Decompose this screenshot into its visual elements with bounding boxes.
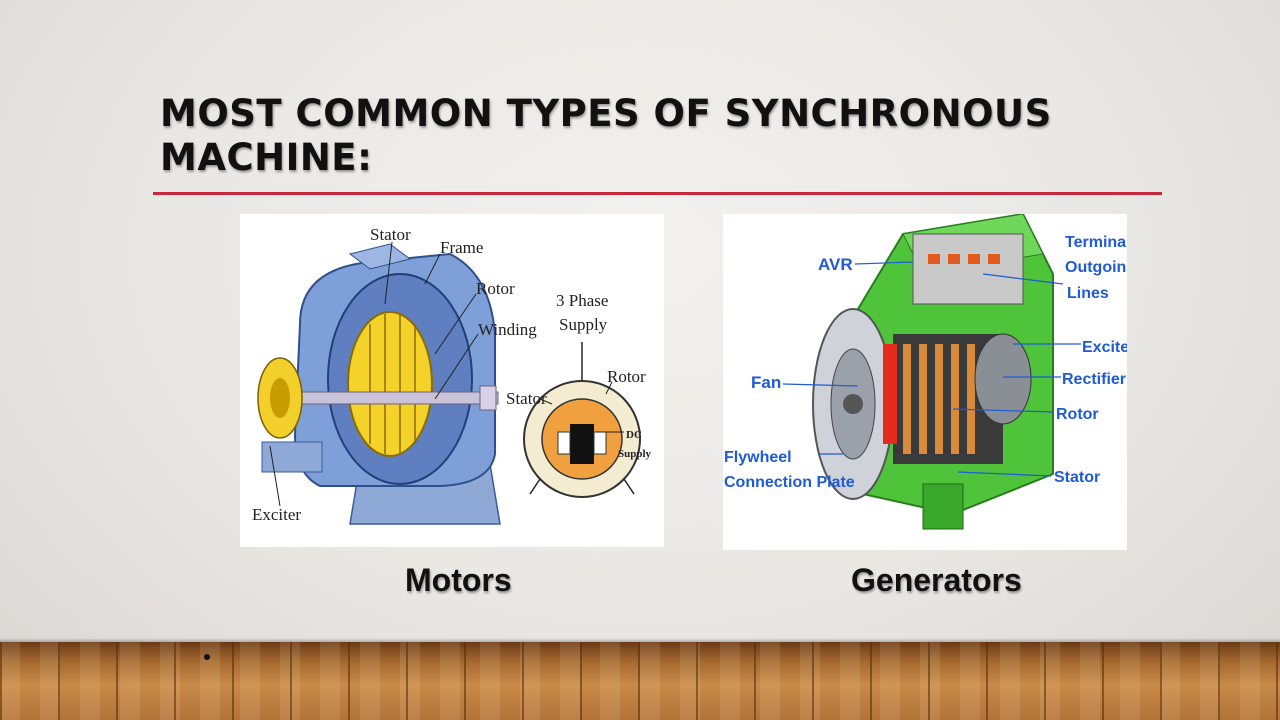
gen-label-avr: AVR xyxy=(818,255,853,274)
slide-title: MOST COMMON TYPES OF SYNCHRONOUS MACHINE… xyxy=(160,92,1052,179)
gen-label-flywheel-1: Flywheel xyxy=(724,449,792,466)
motor-label-stator-top: Stator xyxy=(370,225,411,244)
motor-label-rotor-side: Rotor xyxy=(607,367,646,386)
gen-label-exciter: Exciter xyxy=(1082,339,1127,356)
gen-label-fan: Fan xyxy=(751,373,781,392)
wood-floor-decoration xyxy=(0,642,1280,720)
gen-label-rectifier: Rectifier xyxy=(1062,371,1126,388)
gen-label-terminal-1: Terminal xyxy=(1065,234,1127,251)
motor-label-dc-supply: Supply xyxy=(618,448,652,460)
motor-label-winding: Winding xyxy=(478,320,537,339)
motor-label-dc: DC xyxy=(626,429,642,441)
title-underline xyxy=(153,192,1162,195)
bullet-point-icon xyxy=(204,654,210,660)
gen-label-rotor: Rotor xyxy=(1056,406,1099,423)
motor-label-supply: Supply xyxy=(559,315,608,334)
generators-caption: Generators xyxy=(851,562,1022,598)
motor-label-stator-side: Stator xyxy=(506,389,547,408)
motor-diagram: Stator Frame Rotor Winding Exciter 3 Pha… xyxy=(240,214,664,547)
motor-label-3phase: 3 Phase xyxy=(556,291,608,310)
motors-caption: Motors xyxy=(405,562,512,598)
floor-shadow xyxy=(0,638,1280,644)
gen-label-stator: Stator xyxy=(1054,469,1100,486)
motor-label-rotor: Rotor xyxy=(476,279,515,298)
gen-label-terminal-3: Lines xyxy=(1067,285,1109,302)
generator-diagram: AVR Terminal Outgoing Lines Exciter Fan … xyxy=(723,214,1127,550)
motor-label-exciter: Exciter xyxy=(252,505,301,524)
motor-label-frame: Frame xyxy=(440,238,483,257)
gen-label-terminal-2: Outgoing xyxy=(1065,259,1127,276)
gen-label-flywheel-2: Connection Plate xyxy=(724,474,855,491)
